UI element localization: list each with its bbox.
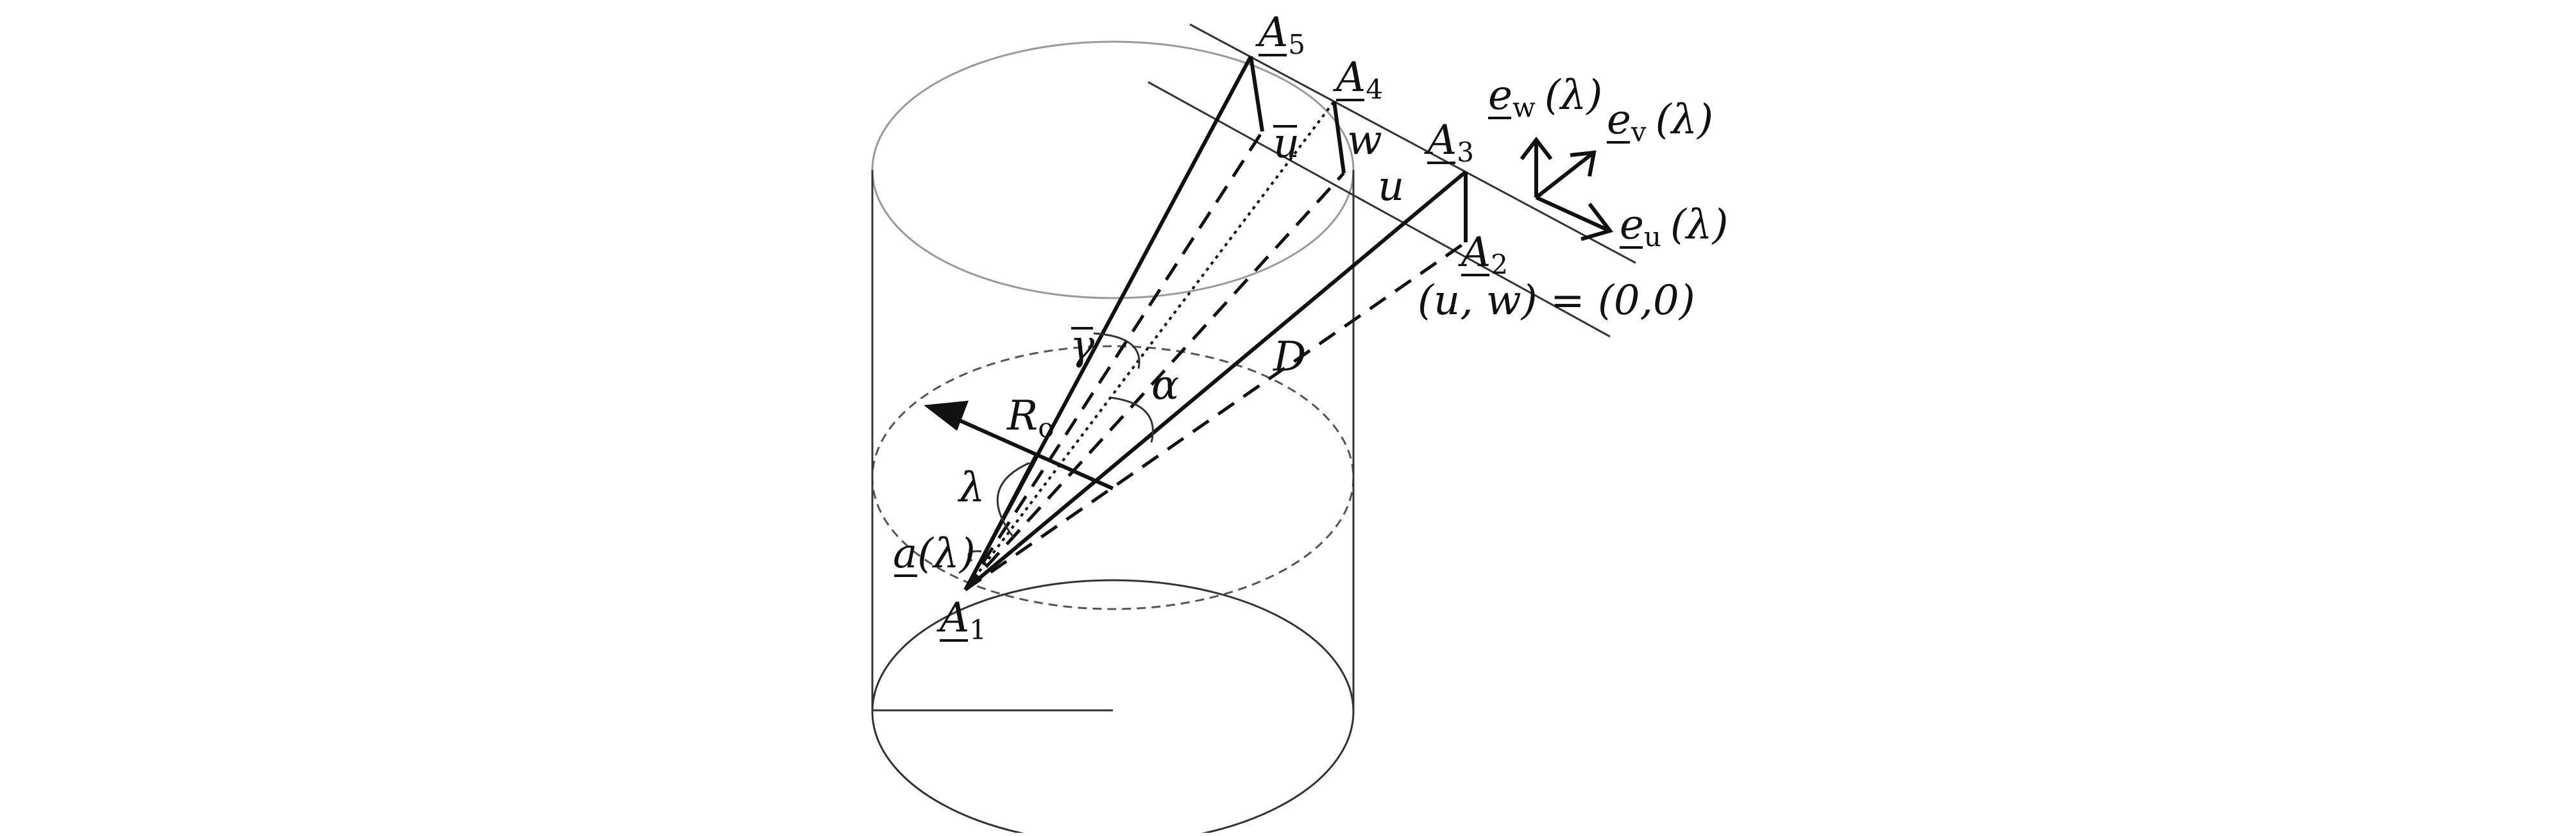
- label-w: w: [1347, 117, 1382, 164]
- ray-a1-a4-center: [964, 100, 1335, 591]
- alpha-arc: [1109, 396, 1154, 443]
- cylinder: [871, 40, 1355, 836]
- axis-u-arrowhead: [1580, 203, 1614, 241]
- label-a1: A1: [936, 594, 987, 646]
- ray-a1-a2-d: [964, 240, 1467, 592]
- label-e-u: eu(λ): [1620, 201, 1728, 253]
- labels: A5 A4 A3 A2 A1 u w u γ α D Ro λ a(λ) (u,…: [893, 9, 1728, 646]
- label-origin: (u, w) = (0,0): [1418, 277, 1695, 324]
- label-e-w: ew(λ): [1488, 72, 1602, 123]
- ray-a1-a5-projection: [963, 130, 1264, 591]
- axis-w-arrowhead: [1520, 137, 1553, 160]
- detector-plane: [1148, 23, 1636, 338]
- rays: [963, 55, 1467, 592]
- label-lambda: λ: [957, 464, 985, 512]
- ray-a1-a3: [964, 170, 1467, 592]
- detector-top-line: [1189, 23, 1636, 264]
- radius-vector: [924, 401, 1114, 591]
- radius-vector-shaft: [956, 417, 1114, 490]
- gamma-arc: [1093, 332, 1140, 369]
- coordinate-frame: [1520, 137, 1614, 241]
- segment-a4-w: [1332, 101, 1346, 174]
- axis-u: [1535, 196, 1608, 231]
- axis-v-arrowhead: [1570, 150, 1597, 177]
- ray-a1-a4-projection: [964, 172, 1345, 591]
- label-u: u: [1378, 163, 1404, 210]
- label-a3: A3: [1424, 117, 1474, 168]
- label-a2: A2: [1458, 229, 1508, 280]
- radius-vector-perp: [963, 454, 1038, 591]
- lambda-arc: [996, 462, 1030, 538]
- detector-bottom-line: [1148, 81, 1611, 338]
- segment-a5-ubar: [1249, 56, 1264, 132]
- label-r-o: Ro: [1006, 392, 1054, 444]
- label-u-bar: u: [1273, 120, 1300, 167]
- angle-arcs: [967, 332, 1154, 562]
- label-a4: A4: [1333, 54, 1383, 105]
- label-e-v: ev(λ): [1607, 96, 1713, 147]
- label-alpha: α: [1151, 362, 1179, 409]
- label-gamma-bar: γ: [1070, 322, 1095, 369]
- axis-v: [1535, 152, 1593, 199]
- label-a5: A5: [1255, 9, 1305, 60]
- a-lambda-arc: [967, 550, 982, 562]
- radius-arrowhead: [924, 401, 969, 431]
- detector-segments: [1249, 56, 1468, 242]
- label-a-lambda: a(λ): [893, 530, 976, 578]
- label-d: D: [1273, 333, 1306, 381]
